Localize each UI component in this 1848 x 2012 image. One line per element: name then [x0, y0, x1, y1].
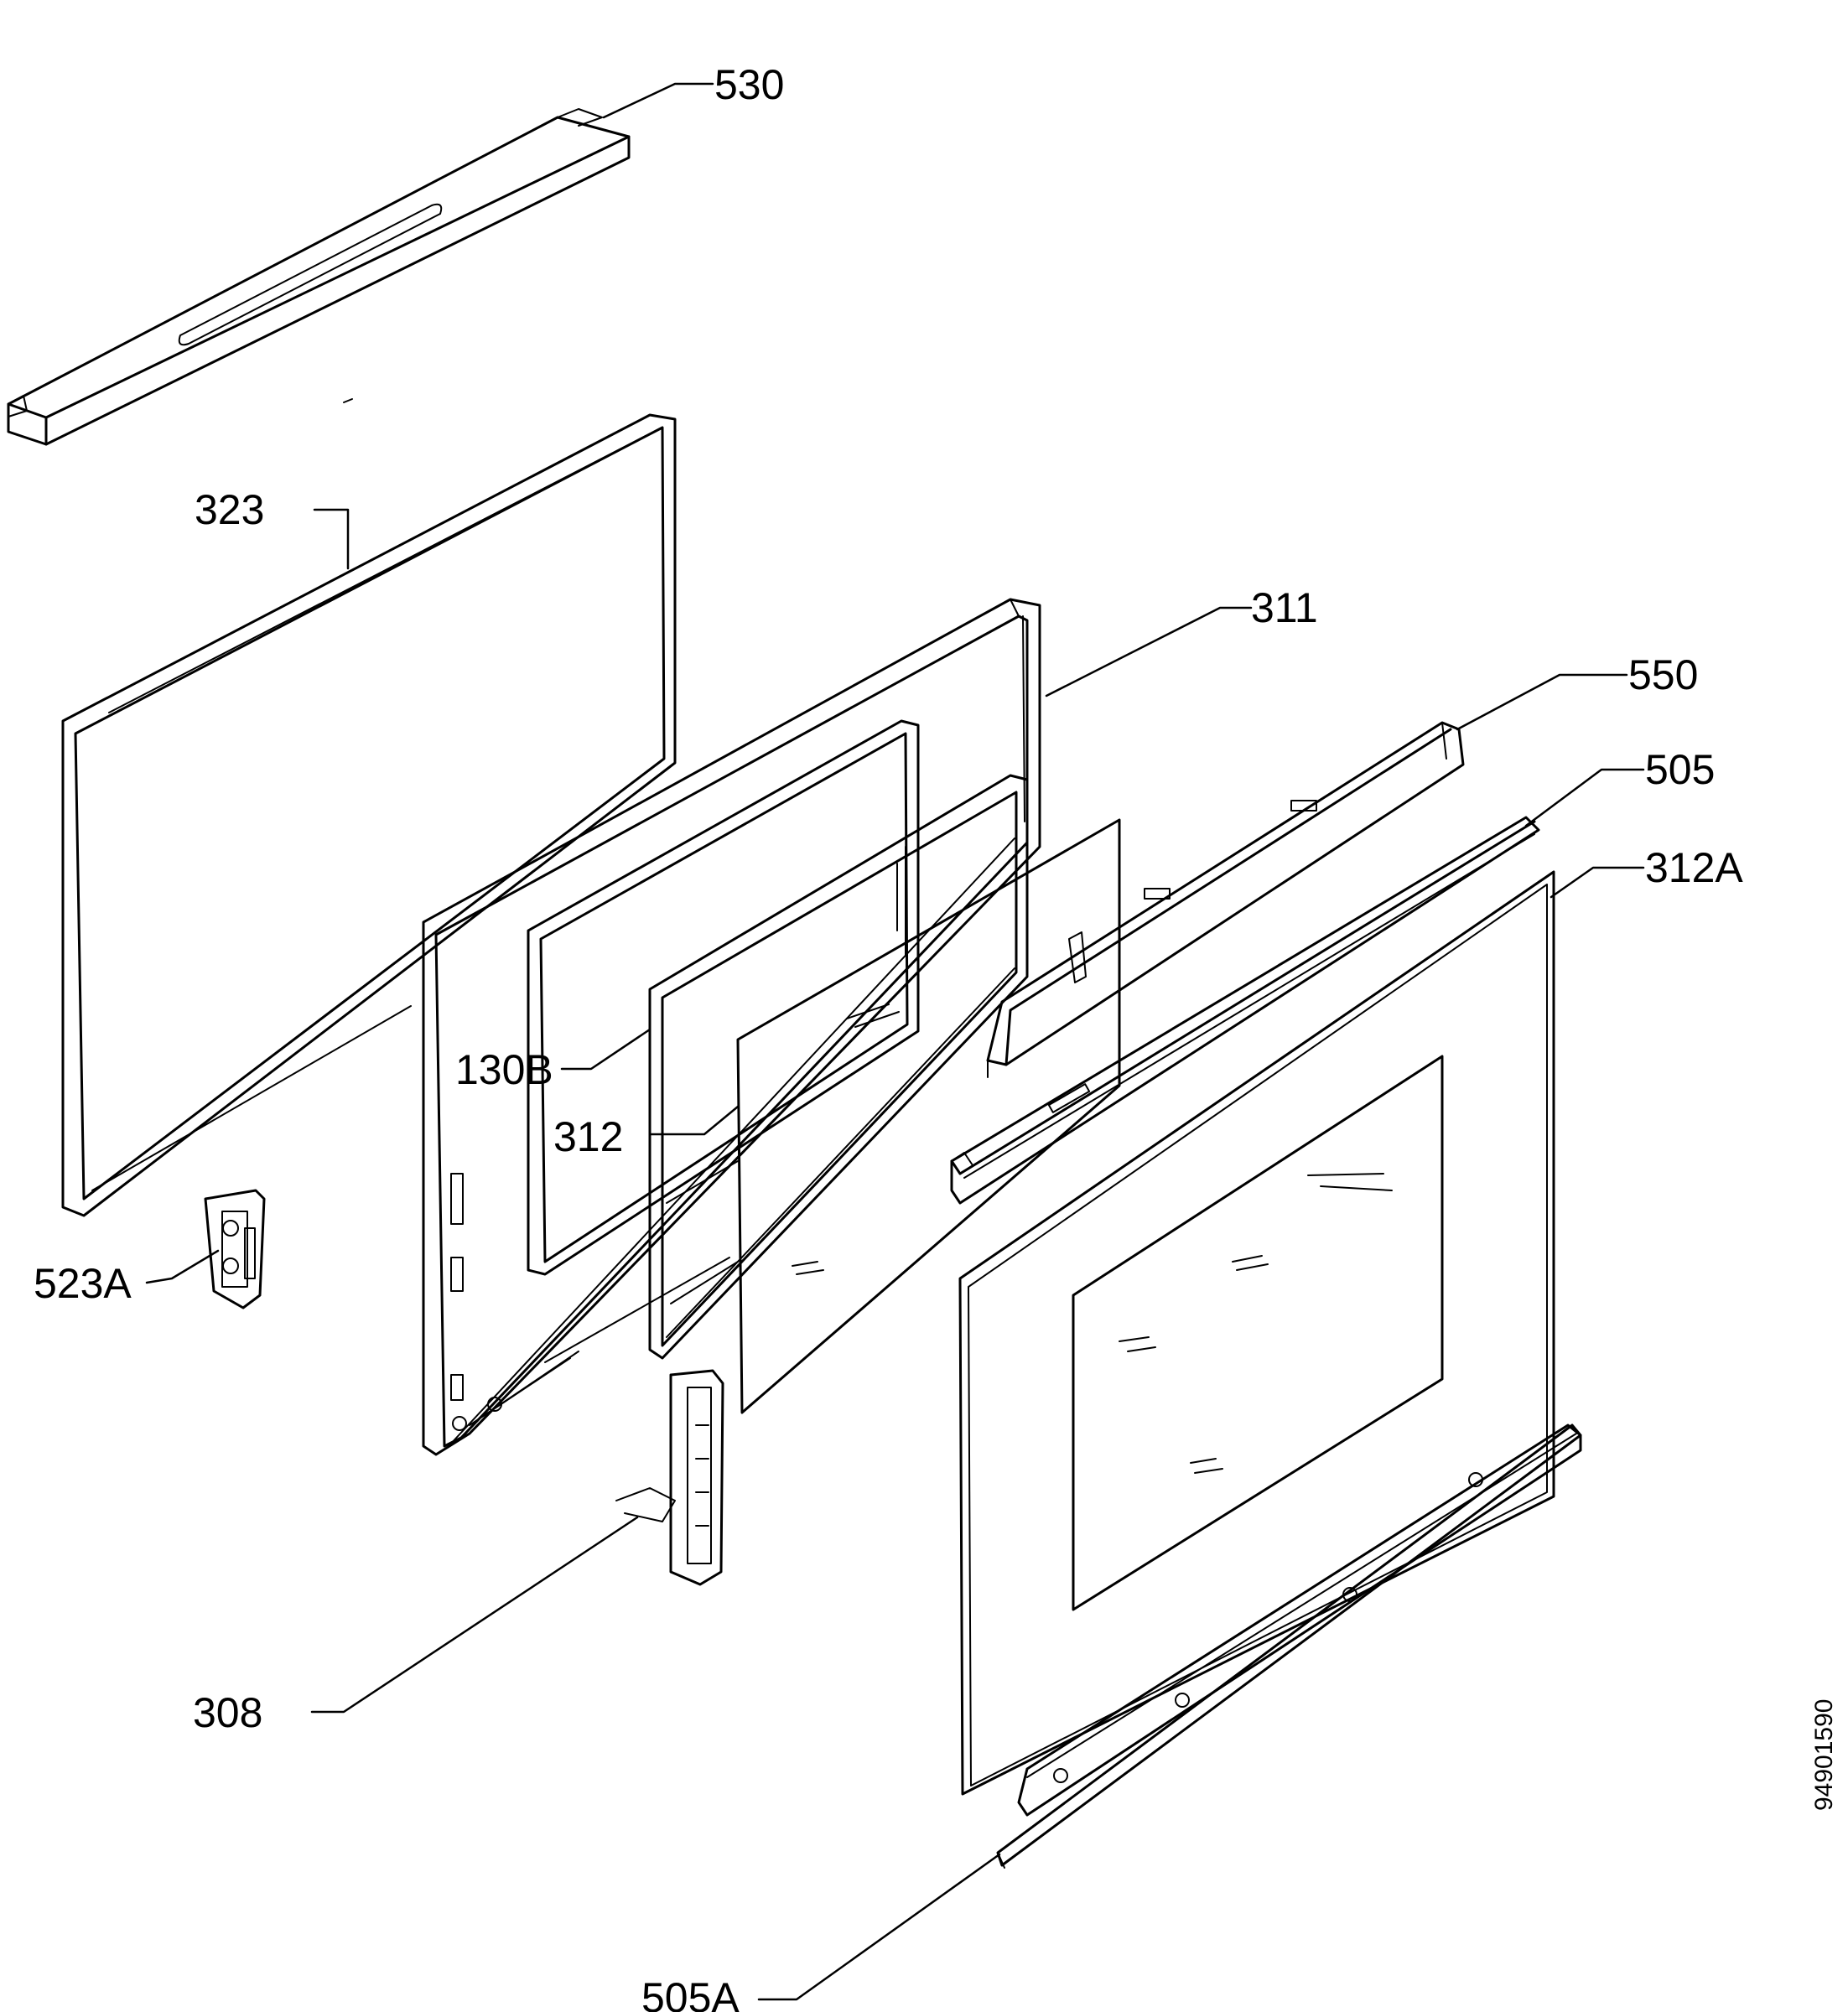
leader-530	[602, 82, 714, 119]
label-312: 312	[553, 1113, 623, 1160]
document-number: 94901590	[1810, 1699, 1838, 1811]
leader-505	[1524, 768, 1645, 827]
leader-523A	[145, 1249, 220, 1284]
part-550-top-profile	[986, 721, 1465, 1078]
leader-130B	[560, 1028, 651, 1071]
leader-550	[1456, 673, 1628, 731]
leader-312	[648, 1105, 740, 1136]
leader-323	[313, 508, 350, 570]
part-523A-hinge-bracket	[204, 1189, 266, 1309]
part-308-hinge	[615, 1369, 724, 1586]
label-505: 505	[1645, 746, 1715, 793]
part-505-upper-rail	[950, 816, 1540, 1205]
label-530: 530	[714, 61, 784, 108]
part-530-top-strip	[7, 108, 631, 446]
part-323-seal-frame	[61, 413, 677, 1217]
leader-lines	[145, 82, 1645, 2001]
label-550: 550	[1628, 651, 1698, 698]
leader-311	[1045, 606, 1253, 697]
label-312A: 312A	[1645, 844, 1743, 891]
label-505A: 505A	[641, 1974, 740, 2012]
part-312-inner-glass	[648, 774, 1029, 1360]
label-323: 323	[195, 486, 264, 533]
label-130B: 130B	[455, 1046, 553, 1093]
part-505A-bottom-rail	[996, 1423, 1582, 1869]
part-glass-pane	[736, 818, 1121, 1414]
part-311-inner-frame	[422, 598, 1041, 1456]
label-523A: 523A	[34, 1260, 132, 1307]
leader-505A	[757, 1853, 1001, 2001]
part-130B-retainer-frame	[527, 719, 920, 1276]
part-labels: 530 323 311 550 505 312A 130B 312 523A 3…	[34, 61, 1838, 2012]
label-311: 311	[1251, 584, 1318, 631]
part-312A-outer-door-glass	[958, 870, 1555, 1796]
leader-312A	[1550, 866, 1645, 899]
label-308: 308	[193, 1689, 262, 1736]
leader-308	[310, 1516, 639, 1714]
